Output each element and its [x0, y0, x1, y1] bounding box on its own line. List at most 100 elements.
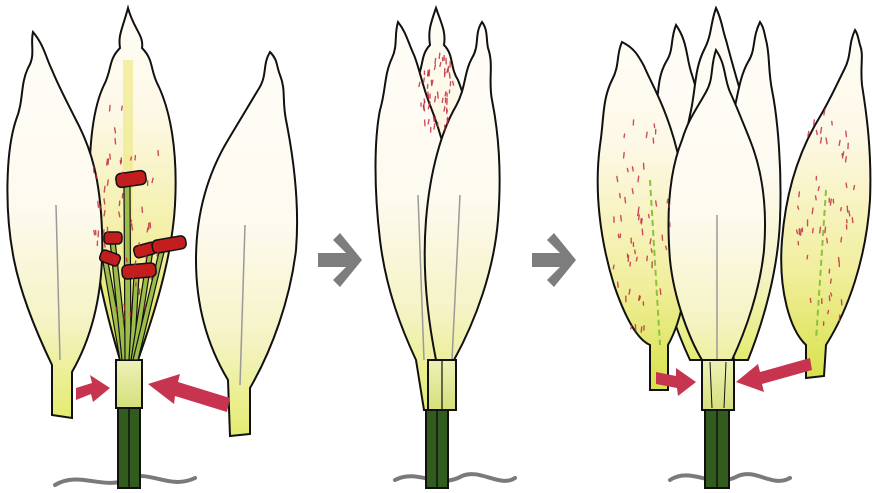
speckle-dot — [434, 124, 435, 129]
speckle-dot — [624, 134, 625, 137]
speckle-dot — [151, 276, 152, 280]
speckle-dot — [108, 180, 109, 185]
ground-line-2 — [395, 474, 515, 481]
speckle-dot — [139, 289, 140, 294]
speckle-dot — [839, 315, 840, 321]
speckle-dot — [630, 262, 631, 265]
speckle-dot — [114, 257, 115, 263]
speckle-dot — [435, 59, 436, 64]
speckle-dot — [96, 175, 97, 178]
speckle-dot — [813, 228, 814, 232]
speckle-dot — [660, 289, 661, 294]
speckle-dot — [440, 63, 441, 67]
speckle-dot — [624, 153, 625, 158]
speckle-dot — [94, 230, 95, 234]
speckle-dot — [641, 219, 642, 224]
panel-3-petals-fused — [598, 8, 871, 488]
speckle-dot — [849, 211, 850, 216]
speckle-dot — [654, 124, 655, 128]
speckle-dot — [424, 78, 425, 82]
speckle-dot — [98, 201, 99, 207]
speckle-dot — [650, 239, 651, 244]
speckle-dot — [824, 109, 825, 114]
speckle-dot — [131, 157, 132, 160]
grey-arrow-1 — [318, 233, 362, 287]
speckle-dot — [157, 252, 158, 255]
speckle-dot — [447, 108, 448, 111]
speckle-dot — [124, 304, 125, 310]
speckle-dot — [147, 228, 148, 232]
speckle-dot — [830, 199, 831, 205]
speckle-dot — [831, 279, 832, 283]
speckle-dot — [827, 238, 828, 242]
speckle-dot — [808, 131, 809, 136]
speckle-dot — [841, 208, 842, 211]
speckle-dot — [797, 230, 798, 233]
speckle-dot — [425, 120, 426, 126]
speckle-dot — [814, 120, 815, 125]
speckle-dot — [152, 178, 153, 182]
speckle-dot — [807, 255, 808, 258]
speckle-dot — [119, 212, 120, 217]
speckle-dot — [818, 187, 819, 191]
speckle-dot — [433, 117, 434, 122]
red-arrow-left-1 — [76, 375, 110, 402]
floral-tube-1 — [116, 360, 142, 408]
speckle-dot — [107, 159, 108, 165]
red-arrow-right-3 — [736, 358, 812, 392]
speckle-dot — [639, 215, 640, 220]
speckle-dot — [419, 82, 420, 86]
speckle-dot — [846, 157, 847, 162]
speckle-dot — [638, 212, 639, 216]
speckle-dot — [636, 257, 637, 261]
red-arrow-right-1 — [148, 374, 230, 412]
speckle-dot — [625, 197, 626, 202]
speckle-dot — [641, 327, 642, 332]
speckle-dot — [132, 224, 133, 230]
left-petal-1 — [7, 32, 102, 418]
speckle-dot — [131, 220, 132, 223]
speckle-dot — [632, 189, 633, 194]
speckle-dot — [104, 211, 105, 216]
speckle-dot — [453, 81, 454, 85]
speckle-dot — [627, 168, 628, 171]
speckle-dot — [638, 207, 639, 211]
speckle-dot — [821, 138, 822, 143]
speckle-dot — [839, 140, 840, 145]
speckle-dot — [651, 249, 652, 252]
speckle-dot — [110, 105, 111, 110]
speckle-dot — [428, 120, 429, 124]
speckle-dot — [852, 218, 853, 223]
speckle-dot — [815, 196, 816, 200]
speckle-dot — [820, 227, 821, 233]
right-petal-1 — [196, 52, 297, 436]
speckle-dot — [104, 186, 105, 192]
speckle-dot — [444, 107, 445, 111]
speckle-dot — [115, 139, 116, 144]
speckle-dot — [110, 154, 111, 159]
grey-arrow-2 — [532, 233, 576, 287]
speckle-dot — [449, 73, 450, 78]
speckle-dot — [423, 106, 424, 109]
speckle-dot — [613, 265, 614, 269]
speckle-dot — [434, 65, 435, 69]
speckle-dot — [135, 261, 136, 266]
speckle-dot — [646, 132, 647, 137]
speckle-dot — [842, 154, 843, 158]
speckle-dot — [831, 293, 832, 296]
speckle-dot — [621, 216, 622, 221]
speckle-dot — [821, 127, 822, 133]
speckle-dot — [437, 92, 438, 98]
speckle-dot — [629, 289, 630, 294]
speckle-dot — [826, 138, 827, 144]
speckle-dot — [428, 104, 429, 108]
speckle-dot — [812, 208, 813, 214]
speckle-dot — [115, 128, 116, 133]
speckle-dot — [445, 92, 446, 96]
speckle-dot — [667, 199, 668, 203]
speckle-dot — [428, 95, 429, 99]
speckle-dot — [846, 131, 847, 136]
speckle-dot — [100, 205, 101, 209]
